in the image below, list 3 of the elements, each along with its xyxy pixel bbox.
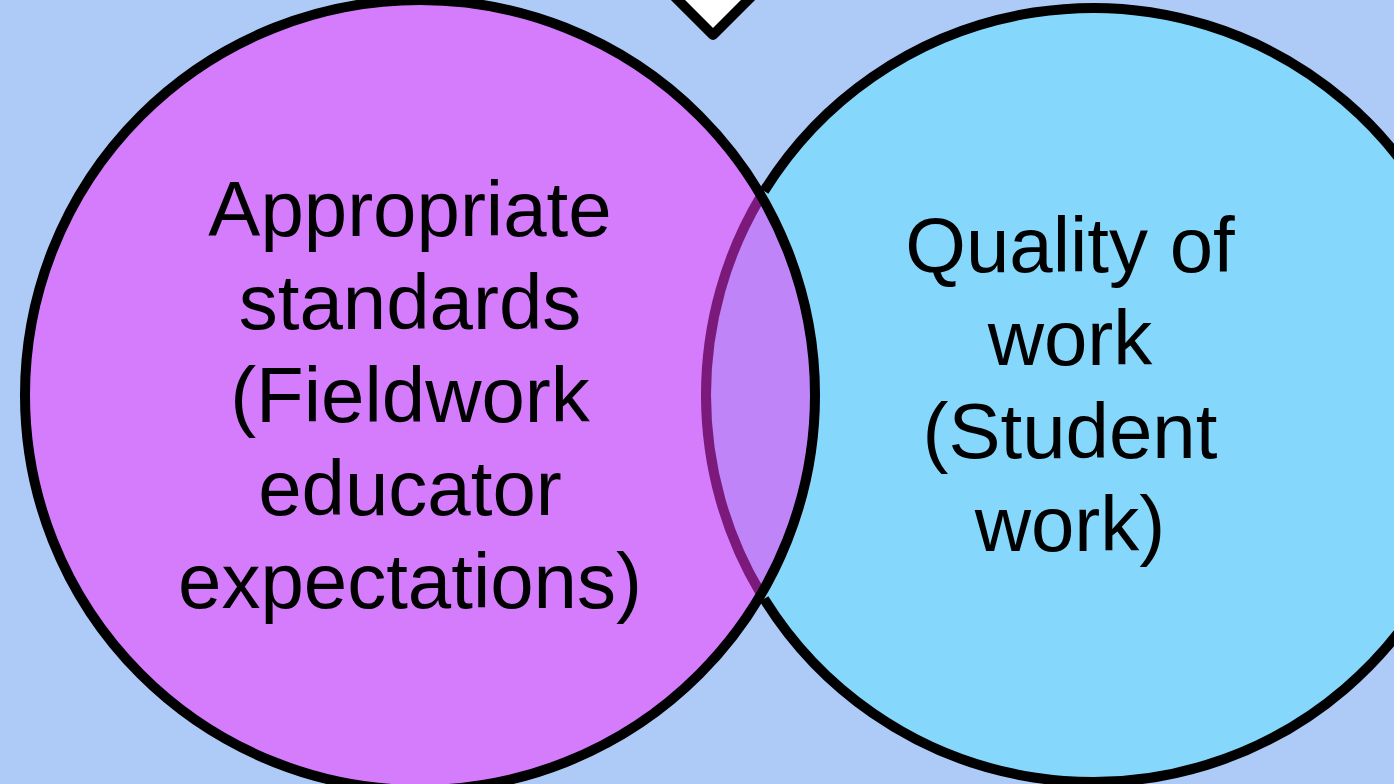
venn-circle: [760, 3, 1394, 784]
circle-label: Appropriate standards (Fieldwork educator expectations): [177, 163, 643, 627]
circle-label: Quality of work (Student work): [904, 200, 1236, 570]
